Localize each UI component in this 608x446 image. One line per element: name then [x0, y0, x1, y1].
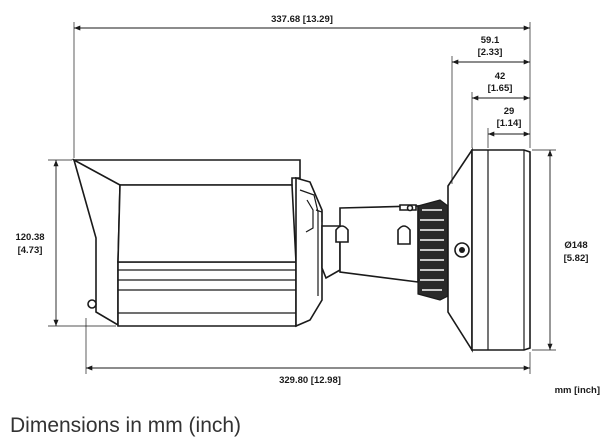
figure-caption: Dimensions in mm (inch) [10, 414, 242, 437]
base-depth-mm-label: 42 [495, 71, 506, 82]
overall-length-label: 337.68 [13.29] [271, 14, 333, 25]
mount-base [447, 147, 531, 353]
mount-depth-in-label: [2.33] [478, 47, 503, 58]
camera-arm [321, 204, 419, 283]
camera-body [71, 158, 323, 328]
base-depth-in-label: [1.65] [488, 83, 513, 94]
height-mm-label: 120.38 [15, 232, 44, 243]
base-plate-in-label: [1.14] [497, 118, 522, 129]
diameter-mm-label: Ø148 [564, 240, 587, 251]
units-label: mm [inch] [555, 385, 600, 396]
height-in-label: [4.73] [18, 245, 43, 256]
mount-depth-mm-label: 59.1 [481, 35, 500, 46]
body-length-label: 329.80 [12.98] [279, 375, 341, 386]
locking-ring [417, 199, 449, 301]
diameter-in-label: [5.82] [564, 253, 589, 264]
base-plate-mm-label: 29 [504, 106, 515, 117]
dimension-lines [48, 22, 556, 374]
